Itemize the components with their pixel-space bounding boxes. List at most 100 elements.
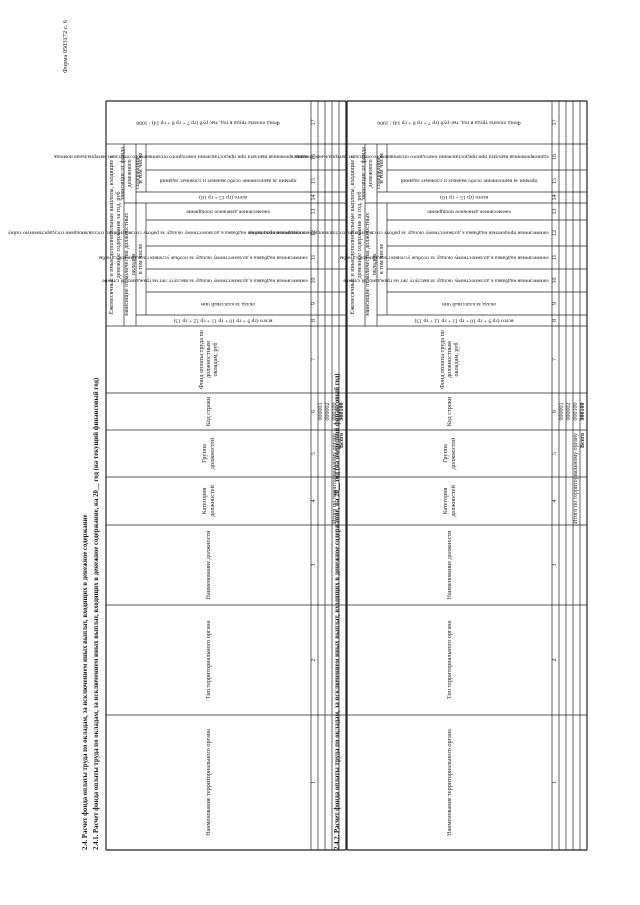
header-col14-total: всего (гр 15 + гр 16) <box>377 192 552 203</box>
header-col17-label: Фонд оплаты труда в год, тыс руб (гр 7 +… <box>136 119 281 126</box>
header-salary-fund: Фонд оплаты труда по должностным окладам… <box>106 326 311 393</box>
column-number: 3 <box>552 563 559 567</box>
header-org-name: Наименование территориального органа <box>106 715 311 850</box>
column-number: 7 <box>311 358 318 361</box>
header-col11-label: ежемесячная надбавка к должностному окла… <box>98 254 308 261</box>
column-number: 7 <box>552 358 559 361</box>
header-in-that-number-b: в том числе <box>136 144 146 192</box>
header-col10: ежемесячная надбавка к должностному окла… <box>344 269 552 292</box>
subtotal-label: Итого по территориальному органу <box>573 433 580 524</box>
header-row-code-label: Код строки <box>204 396 212 427</box>
header-col8-total: всего (гр 9 + гр 10 + гр 11 + гр 12 + гр… <box>136 315 311 326</box>
column-number: 2 <box>552 658 559 662</box>
header-depend-salaries: зависящие от количества должностных окла… <box>122 203 137 326</box>
header-col15: премии за выполнение особо важных и слож… <box>387 170 552 192</box>
row-code: 000001 <box>318 402 325 421</box>
header-col16-label: единовременная выплата при предоставлени… <box>54 154 308 161</box>
header-org-name: Наименование территориального органа <box>347 715 552 850</box>
header-col11: ежемесячная надбавка к должностному окла… <box>340 246 552 269</box>
header-depend-salaries: зависящие от количества должностных окла… <box>363 203 378 326</box>
header-col13: ежемесячное денежное поощрение <box>387 203 552 220</box>
header-col16: единовременная выплата при предоставлени… <box>54 144 311 170</box>
header-position-group-label: Группа должностей <box>201 437 216 470</box>
column-number: 1 <box>311 781 318 784</box>
header-col16-label: единовременная выплата при предоставлени… <box>295 154 549 161</box>
header-col9-label: оклад за классный чин <box>442 300 497 307</box>
table-title: 2.4.2. Расчет фонда оплаты труда по окла… <box>334 373 341 850</box>
header-col9-label: оклад за классный чин <box>201 300 256 307</box>
header-position-category-label: Категория должностей <box>201 485 216 517</box>
header-col17: Фонд оплаты труда в год, тыс руб (гр 7 +… <box>347 101 552 144</box>
header-col8-total-label: всего (гр 9 + гр 10 + гр 11 + гр 12 + гр… <box>415 317 514 324</box>
header-col17: Фонд оплаты труда в год, тыс руб (гр 7 +… <box>106 101 311 144</box>
column-number: 13 <box>552 208 559 215</box>
column-number: 8 <box>552 319 559 322</box>
header-col11: ежемесячная надбавка к должностному окла… <box>98 246 311 269</box>
column-number: 5 <box>311 452 318 455</box>
column-number: 10 <box>552 277 559 284</box>
row-code: 000002 <box>325 402 332 421</box>
header-salary-fund-label: Фонд оплаты труда по должностным окладам… <box>438 330 461 389</box>
header-row-code-label: Код строки <box>445 396 453 427</box>
header-position-category-label: Категория должностей <box>442 485 457 517</box>
header-col10-label: ежемесячная надбавка к должностному окла… <box>102 277 308 284</box>
column-number: 16 <box>552 154 559 160</box>
header-org-type-label: Тип территориального органа <box>204 620 212 700</box>
section-title: 2.4. Расчет фонда оплаты труда по оклада… <box>82 514 89 850</box>
header-row-code: Код строки <box>106 393 311 430</box>
header-col15-label: премии за выполнение особо важных и слож… <box>401 178 538 185</box>
row-code: 000002 <box>566 402 573 421</box>
header-position-group-label: Группа должностей <box>442 437 457 470</box>
column-number: 9 <box>552 302 559 305</box>
header-position-category: Категория должностей <box>106 477 311 525</box>
column-number: 6 <box>552 410 559 413</box>
header-col14-total: всего (гр 15 + гр 16) <box>136 192 311 203</box>
header-depend-salaries-label: зависящие от количества должностных окла… <box>122 212 137 317</box>
header-depend-salaries-label: зависящие от количества должностных окла… <box>363 212 378 317</box>
header-col9: оклад за классный чин <box>387 292 552 315</box>
column-number: 10 <box>311 277 318 284</box>
column-number: 6 <box>311 410 318 413</box>
column-number: 5 <box>552 452 559 455</box>
column-number: 3 <box>311 563 318 567</box>
header-col10: ежемесячная надбавка к должностному окла… <box>102 269 311 292</box>
subtotal-code: 000100 <box>573 402 580 421</box>
column-number: 11 <box>552 254 559 261</box>
column-number: 8 <box>311 319 318 322</box>
header-position-name: Наименование должности <box>347 525 552 605</box>
header-col13-label: ежемесячное денежное поощрение <box>186 208 271 215</box>
header-org-type: Тип территориального органа <box>347 605 552 715</box>
header-col14-total-label: всего (гр 15 + гр 16) <box>440 194 489 201</box>
header-position-name-label: Наименование должности <box>445 530 453 600</box>
total-label: Всего <box>580 433 587 448</box>
header-col17-label: Фонд оплаты труда в год, тыс руб (гр 7 +… <box>377 119 522 126</box>
header-col13: ежемесячное денежное поощрение <box>146 203 311 220</box>
column-number: 14 <box>552 194 559 201</box>
column-number: 12 <box>552 230 559 236</box>
header-col14-total-label: всего (гр 15 + гр 16) <box>199 194 248 201</box>
header-salary-fund-label: Фонд оплаты труда по должностным окладам… <box>197 330 220 389</box>
column-number: 4 <box>552 499 559 503</box>
column-number: 4 <box>311 499 318 503</box>
row-code: 000001 <box>559 402 566 421</box>
header-col9: оклад за классный чин <box>146 292 311 315</box>
column-number: 14 <box>311 194 318 201</box>
header-col8-total-label: всего (гр 9 + гр 10 + гр 11 + гр 12 + гр… <box>174 317 273 324</box>
column-number: 11 <box>311 254 318 261</box>
header-col8-total: всего (гр 9 + гр 10 + гр 11 + гр 12 + гр… <box>377 315 552 326</box>
header-row-code: Код строки <box>347 393 552 430</box>
column-number: 2 <box>311 658 318 662</box>
column-number: 17 <box>311 119 318 126</box>
table-title: 2.4.1. Расчет фонда оплаты труда по окла… <box>93 377 100 850</box>
column-number: 9 <box>311 302 318 305</box>
header-col16: единовременная выплата при предоставлени… <box>295 144 552 170</box>
header-in-that-number-b: в том числе <box>377 144 387 192</box>
header-position-name: Наименование должности <box>106 525 311 605</box>
header-col15-label: премии за выполнение особо важных и слож… <box>160 178 297 185</box>
header-position-name-label: Наименование должности <box>204 530 212 600</box>
column-number: 13 <box>311 208 318 215</box>
header-col12-label: ежемесячная процентная надбавка к должно… <box>249 230 549 237</box>
header-position-group: Группа должностей <box>347 430 552 477</box>
form-code: Форма 0503172 с. 6 <box>62 20 69 73</box>
